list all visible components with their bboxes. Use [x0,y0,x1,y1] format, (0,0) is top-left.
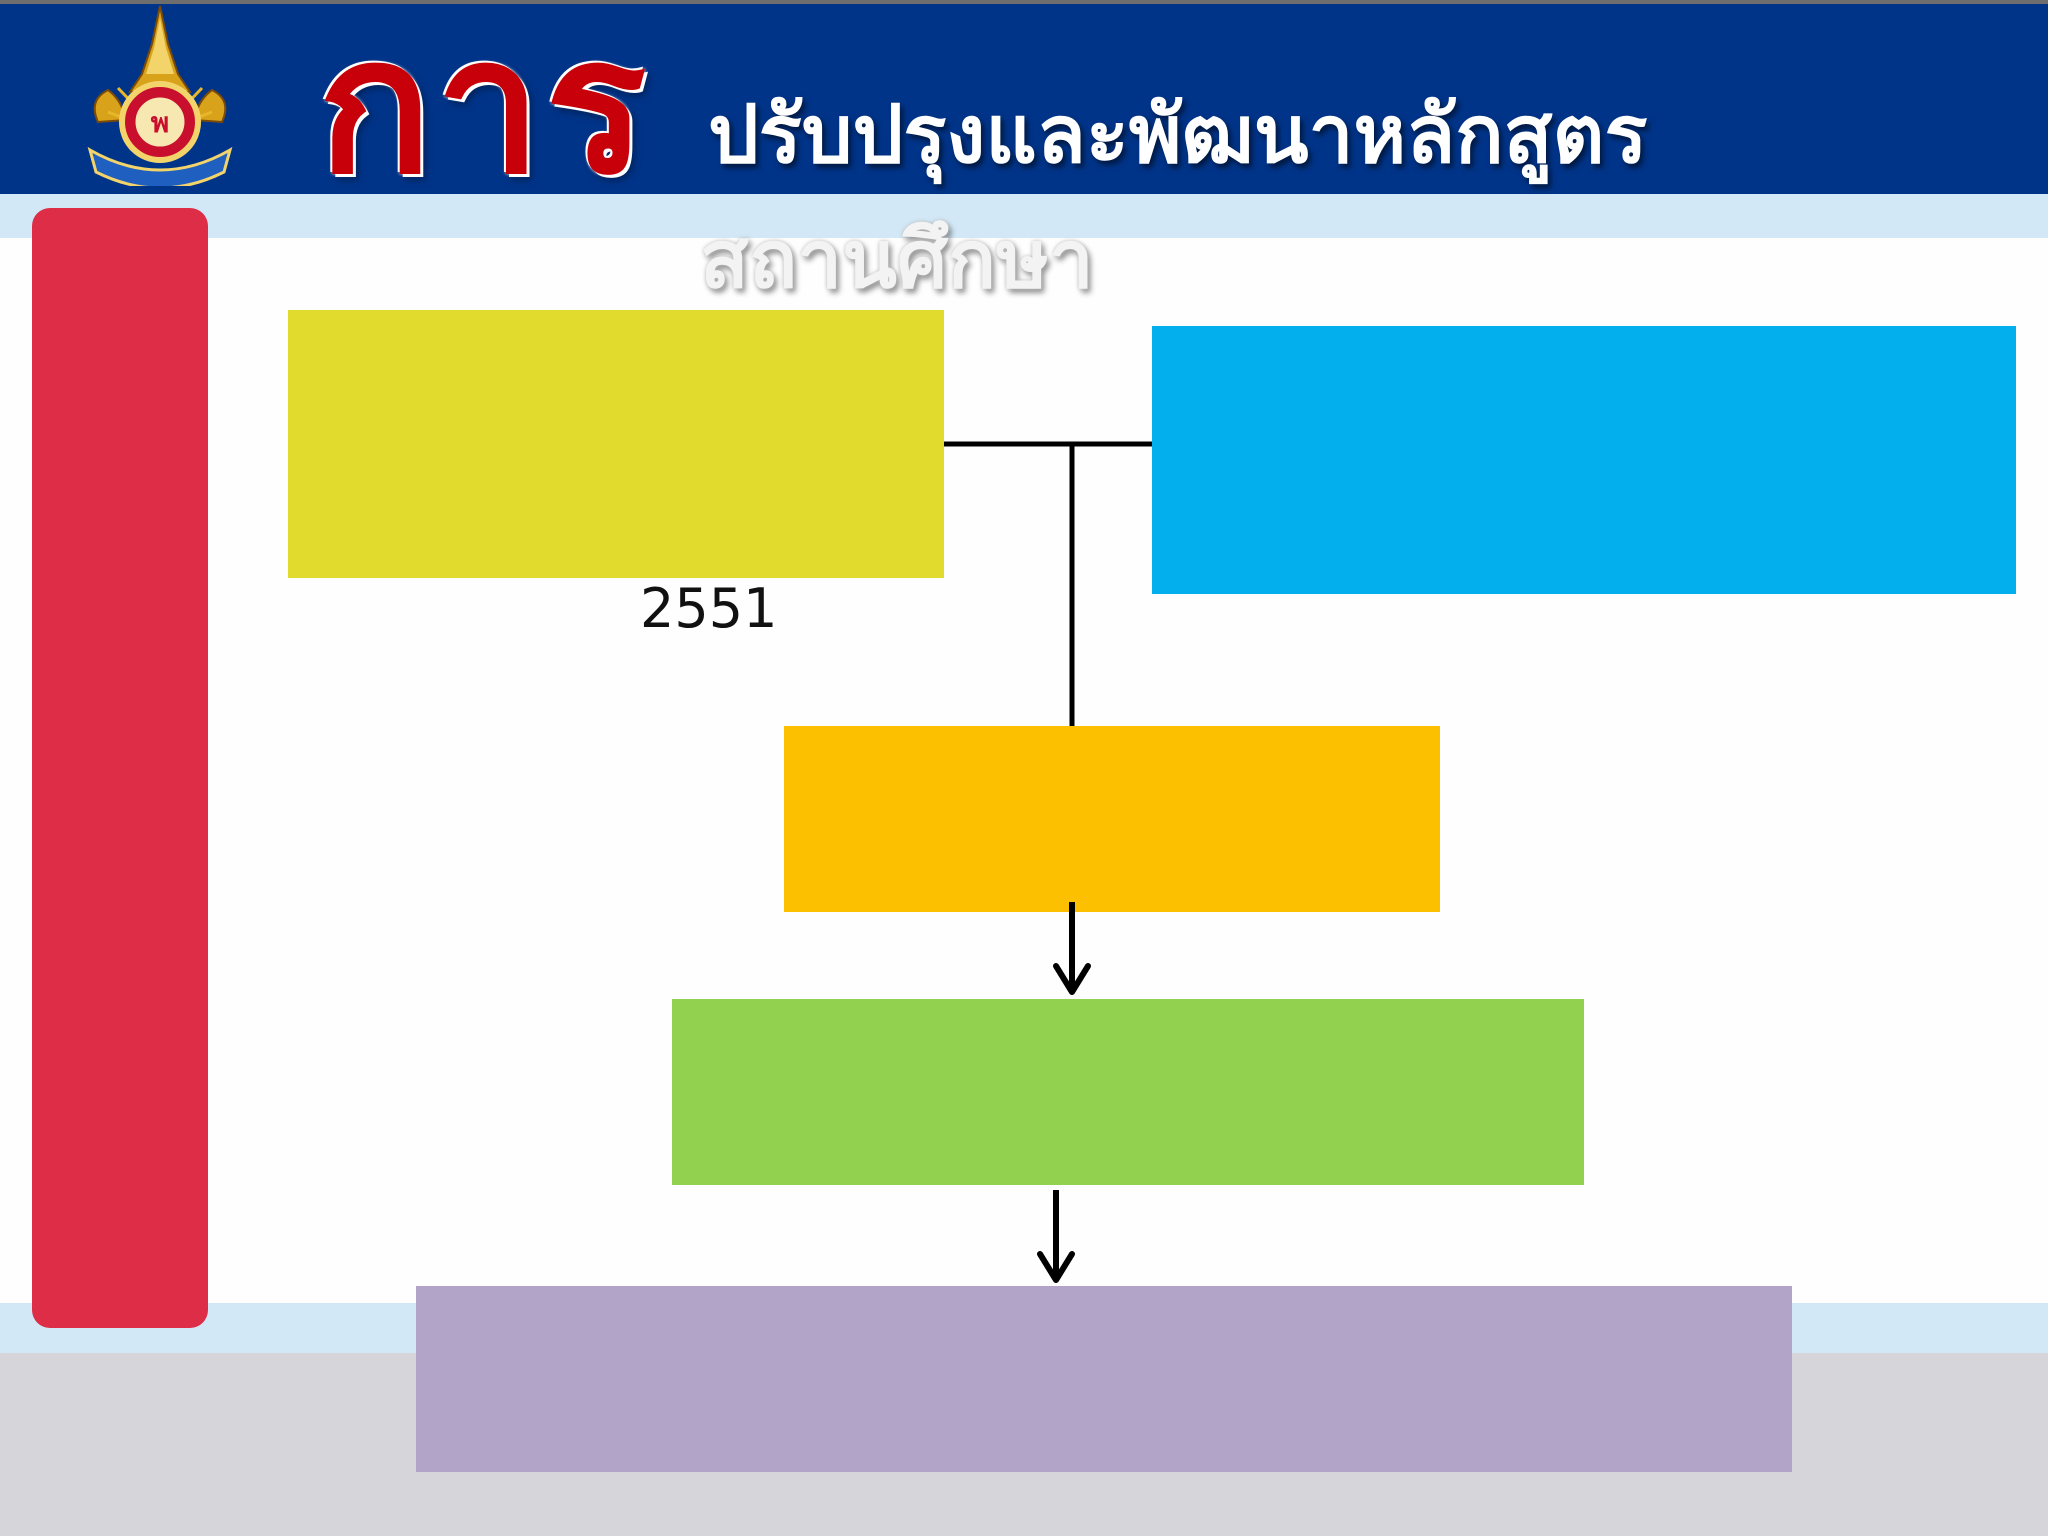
diagram-box-purple [416,1286,1792,1472]
sidebar-bar [32,208,208,1328]
slide-title-line-1: ปรับปรุงและพัฒนาหลักสูตร [708,88,1648,181]
diagram-box-blue [1152,326,2016,594]
header-accent-band [0,194,2048,238]
diagram-box-orange [784,726,1440,912]
year-label: 2551 [640,577,778,640]
slide-title-line-2: สถานศึกษา [700,213,1094,306]
slide-title-large: การ [318,0,651,216]
svg-text:พ: พ [151,106,169,139]
header-band [0,0,2048,194]
school-emblem-icon: พ [87,5,233,186]
diagram-box-green [672,999,1584,1185]
diagram-box-yellow [288,310,944,578]
